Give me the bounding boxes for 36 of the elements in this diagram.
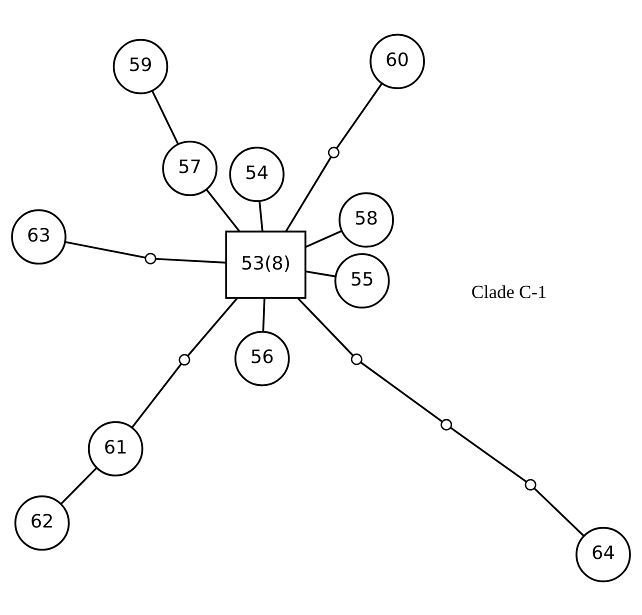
node-circle (144, 252, 156, 264)
node-circle (328, 146, 340, 158)
connector (258, 200, 264, 231)
connector (285, 156, 332, 232)
node-circle: 60 (370, 33, 425, 89)
label: Clade C-1 (471, 282, 547, 302)
connector (151, 90, 179, 144)
node-circle (440, 418, 452, 430)
connector (297, 296, 354, 356)
connector (534, 487, 584, 536)
node-circle: 56 (234, 330, 290, 386)
connector (305, 230, 342, 248)
connector (206, 188, 240, 232)
connector (450, 426, 527, 482)
node-circle: 58 (338, 192, 394, 248)
node-box: 53(8) (225, 230, 306, 298)
node-circle: 62 (14, 494, 70, 550)
connector (65, 240, 146, 258)
connector (156, 257, 226, 264)
node-circle: 64 (576, 526, 631, 582)
node-circle: 63 (11, 208, 66, 264)
connector (262, 298, 266, 332)
connector (336, 82, 383, 148)
connector (60, 466, 98, 504)
connector (187, 296, 238, 356)
node-circle (524, 478, 536, 490)
node-circle (178, 354, 190, 366)
connector (360, 361, 442, 422)
node-circle: 61 (88, 420, 144, 476)
node-circle: 57 (162, 140, 218, 196)
node-circle (350, 353, 362, 365)
node-circle: 55 (334, 252, 390, 308)
connector (305, 270, 336, 277)
connector (132, 362, 182, 428)
node-circle: 54 (229, 146, 284, 202)
node-circle: 59 (112, 38, 168, 94)
